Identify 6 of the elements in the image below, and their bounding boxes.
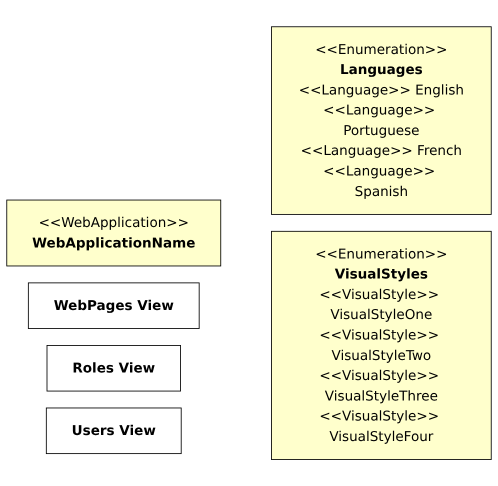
node-box: Roles View [46,344,181,392]
node-box: WebPages View [28,282,200,329]
node-box: <<Enumeration>> Languages <<Language>> English <<Language>> Portuguese <<Language>> French <<Language>> Spanish [271,26,492,215]
node-box: <<Enumeration>> VisualStyles <<VisualStyle>> VisualStyleOne <<VisualStyle>> VisualStyleTwo <<VisualStyle>> VisualStyleThree <<VisualStyle>> VisualStyleFour [271,230,492,460]
node-box: <<WebApplication>> WebApplicationName [6,199,222,266]
node-box: Users View [46,407,182,454]
